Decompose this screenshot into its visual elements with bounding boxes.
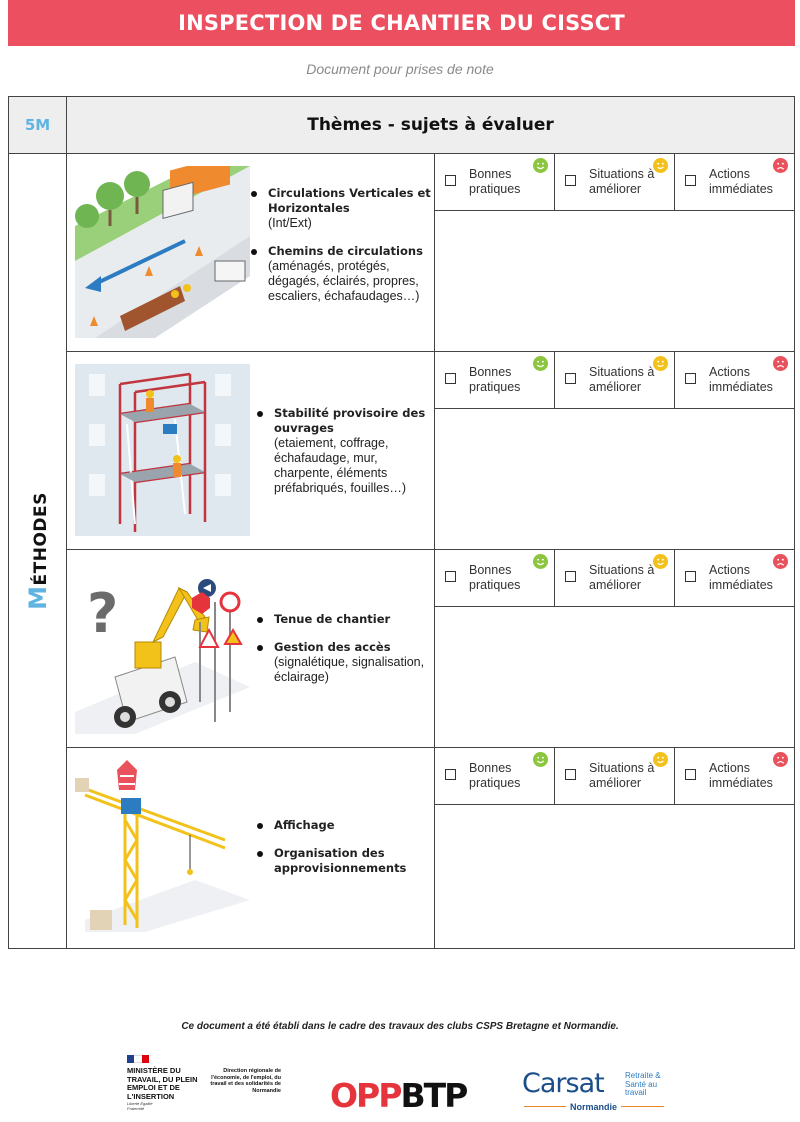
wink-face-icon <box>653 554 668 569</box>
wink-face-icon <box>653 356 668 371</box>
sad-face-icon <box>773 554 788 569</box>
bullet-item: Tenue de chantier <box>257 612 437 627</box>
option-immediate-action[interactable]: Actions immédiates <box>675 748 794 804</box>
evaluation-panel: Bonnes pratiques Situations à améliorer … <box>434 352 794 550</box>
evaluation-panel: Bonnes pratiques Situations à améliorer … <box>434 154 794 352</box>
page-title: INSPECTION DE CHANTIER DU CISSCT <box>178 11 625 35</box>
category-label-methodes: MÉTHODES <box>24 492 52 610</box>
bullet-item: Gestion des accès(signalétique, signalis… <box>257 640 437 685</box>
option-good-practice[interactable]: Bonnes pratiques <box>435 154 555 210</box>
evaluation-panel: Bonnes pratiques Situations à améliorer … <box>434 748 794 949</box>
option-to-improve[interactable]: Situations à améliorer <box>555 550 675 606</box>
wink-face-icon <box>653 158 668 173</box>
theme-row-circulations: Circulations Verticales et Horizontales(… <box>67 154 794 352</box>
column-header-themes: Thèmes - sujets à évaluer <box>67 97 794 154</box>
happy-face-icon <box>533 158 548 173</box>
checkbox[interactable] <box>565 571 576 582</box>
wink-face-icon <box>653 752 668 767</box>
option-immediate-action[interactable]: Actions immédiates <box>675 550 794 606</box>
checkbox[interactable] <box>565 175 576 186</box>
checkbox[interactable] <box>445 175 456 186</box>
option-good-practice[interactable]: Bonnes pratiques <box>435 748 555 804</box>
theme-row-affichage: Affichage Organisation des approvisionne… <box>67 748 794 949</box>
checkbox[interactable] <box>685 373 696 384</box>
checkbox[interactable] <box>565 769 576 780</box>
sad-face-icon <box>773 752 788 767</box>
happy-face-icon <box>533 752 548 767</box>
bullet-item: Chemins de circulations(aménagés, protég… <box>251 244 431 304</box>
option-to-improve[interactable]: Situations à améliorer <box>555 748 675 804</box>
notes-area[interactable] <box>435 805 794 949</box>
inspection-table: 5M Thèmes - sujets à évaluer MÉTHODES Ci… <box>8 96 795 949</box>
checkbox[interactable] <box>445 571 456 582</box>
option-immediate-action[interactable]: Actions immédiates <box>675 352 794 408</box>
theme-row-tenue: ? Tenue de chantier Gestion des accès(si… <box>67 550 794 748</box>
checkbox[interactable] <box>685 571 696 582</box>
option-to-improve[interactable]: Situations à améliorer <box>555 352 675 408</box>
oppbtp-logo: OPPBTP <box>330 1076 468 1115</box>
notes-area[interactable] <box>435 409 794 550</box>
footer-note: Ce document a été établi dans le cadre d… <box>181 1021 619 1032</box>
happy-face-icon <box>533 554 548 569</box>
bullet-item: Circulations Verticales et Horizontales(… <box>251 186 431 231</box>
crane-icon <box>75 760 250 932</box>
notes-area[interactable] <box>435 211 794 352</box>
bullet-item: Stabilité provisoire des ouvrages(etaiem… <box>257 406 437 496</box>
option-good-practice[interactable]: Bonnes pratiques <box>435 550 555 606</box>
carsat-logo: Carsat Retraite & Santé au travail Norma… <box>522 1068 672 1118</box>
checkbox[interactable] <box>445 769 456 780</box>
title-banner: INSPECTION DE CHANTIER DU CISSCT <box>8 0 795 46</box>
page-subtitle: Document pour prises de note <box>306 61 494 77</box>
option-good-practice[interactable]: Bonnes pratiques <box>435 352 555 408</box>
option-immediate-action[interactable]: Actions immédiates <box>675 154 794 210</box>
checkbox[interactable] <box>685 769 696 780</box>
checkbox[interactable] <box>685 175 696 186</box>
checkbox[interactable] <box>445 373 456 384</box>
category-column: MÉTHODES <box>9 154 67 948</box>
scaffolding-icon <box>75 364 250 536</box>
notes-area[interactable] <box>435 607 794 748</box>
evaluation-panel: Bonnes pratiques Situations à améliorer … <box>434 550 794 748</box>
excavator-signs-icon: ? <box>75 579 250 734</box>
french-flag-icon <box>127 1055 149 1063</box>
option-to-improve[interactable]: Situations à améliorer <box>555 154 675 210</box>
bullet-item: Affichage <box>257 818 437 833</box>
sad-face-icon <box>773 158 788 173</box>
happy-face-icon <box>533 356 548 371</box>
column-header-5m: 5M <box>9 97 67 154</box>
theme-row-stabilite: Stabilité provisoire des ouvrages(etaiem… <box>67 352 794 550</box>
road-works-icon <box>75 166 250 338</box>
ministry-logo: MINISTÈRE DU TRAVAIL, DU PLEIN EMPLOI ET… <box>127 1055 287 1115</box>
svg-text:?: ? <box>87 582 118 645</box>
checkbox[interactable] <box>565 373 576 384</box>
bullet-item: Organisation des approvisionnements <box>257 846 437 876</box>
sad-face-icon <box>773 356 788 371</box>
